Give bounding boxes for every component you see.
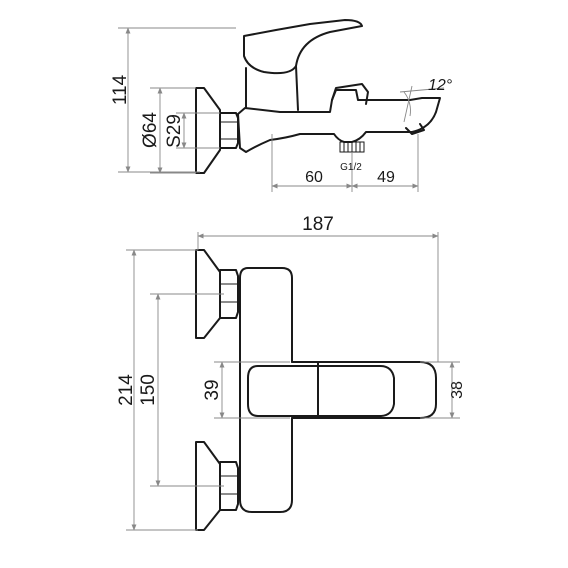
dim-150: 150 [138, 374, 159, 406]
front-lower-nut [219, 461, 239, 511]
dim-thread-to-outlet: 49 [377, 169, 395, 186]
dim-38: 38 [449, 381, 466, 399]
side-view: 114 Ø64 S29 60 49 G1/2 12° [110, 19, 453, 192]
side-mixer-body [237, 89, 441, 153]
dim-39: 39 [202, 379, 223, 400]
dim-214: 214 [116, 374, 137, 406]
front-upper-nut [219, 269, 239, 319]
dim-flange-diameter: Ø64 [140, 112, 161, 148]
thread-label: G1/2 [340, 162, 362, 173]
dim-187: 187 [302, 214, 334, 235]
side-diverter-knob [331, 83, 369, 105]
side-wall-flange [195, 87, 221, 174]
front-spout [291, 361, 437, 419]
front-view: 187 214 150 39 38 [116, 214, 466, 531]
side-lever [243, 19, 363, 75]
front-handle [247, 365, 395, 417]
dim-wall-to-thread: 60 [305, 169, 323, 186]
front-mixer-body [239, 267, 319, 513]
side-hex-nut [219, 112, 239, 149]
dim-nut-size: S29 [164, 114, 185, 148]
side-aerator [405, 123, 425, 135]
dim-spout-angle: 12° [428, 77, 453, 94]
dim-114: 114 [110, 74, 131, 105]
